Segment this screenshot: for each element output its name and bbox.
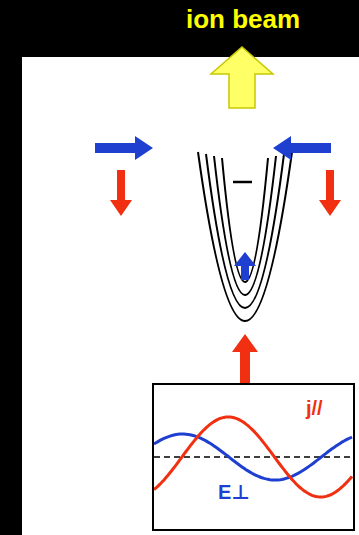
beam-label: ion beam <box>186 4 300 35</box>
wave-label: j// <box>304 397 325 419</box>
wave-inset-box: j// E⊥ <box>152 383 355 531</box>
wave-label: E⊥ <box>216 481 252 503</box>
